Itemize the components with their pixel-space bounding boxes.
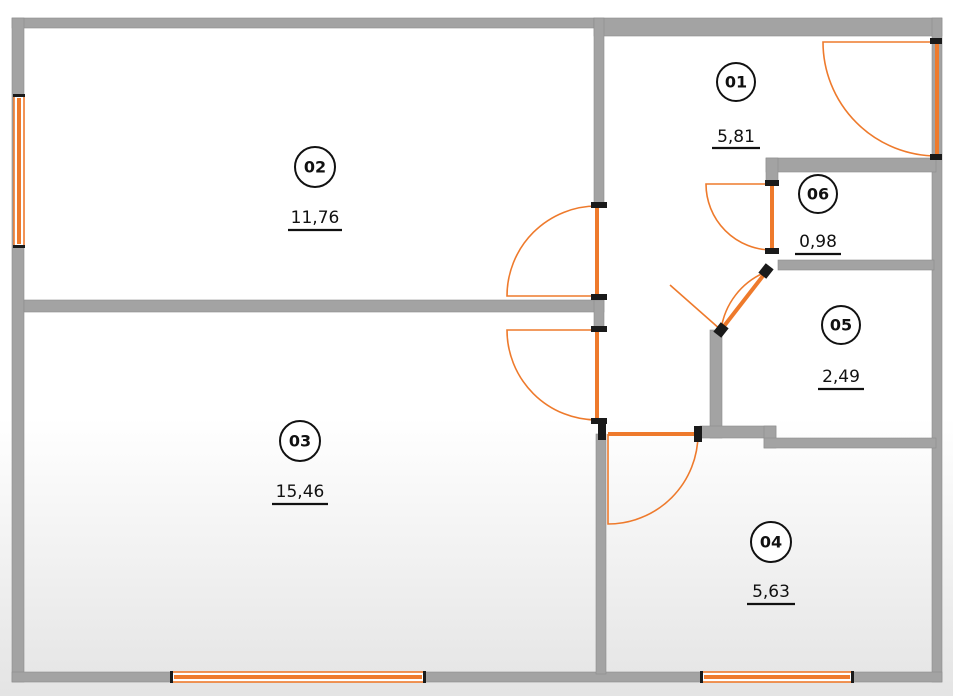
window-bottom-right: [700, 671, 854, 683]
room-number-badge: [750, 521, 792, 563]
room-label-04: 04 5,63: [747, 521, 795, 606]
room-label-02: 02 11,76: [288, 146, 342, 232]
room-label-01: 01 5,81: [712, 62, 760, 150]
room-label-05: 05 2,49: [818, 305, 864, 391]
room-number-badge: [279, 420, 321, 462]
outer-wall-top-left: [11, 17, 595, 29]
door-room-02: [506, 202, 607, 300]
room-number: 01: [725, 73, 747, 92]
window-left: [13, 94, 25, 248]
wall-02-03: [23, 299, 605, 313]
window-bottom-left: [170, 671, 426, 683]
room-area: 15,46: [276, 482, 325, 502]
room-label-06: 06 0,98: [795, 174, 841, 256]
room-number-badge: [821, 305, 861, 345]
room-number: 02: [304, 158, 326, 177]
room-area: 0,98: [799, 232, 837, 252]
room-number-badge: [294, 146, 336, 188]
room-number-badge: [716, 62, 756, 102]
wall-06-05: [777, 259, 935, 271]
wall-05-bottom-b: [763, 437, 937, 449]
door-room-04: [598, 424, 702, 525]
outer-wall-top-right: [593, 17, 943, 37]
wall-05-left: [709, 329, 723, 439]
door-room-05: [669, 263, 774, 338]
outer-wall-bottom: [11, 671, 943, 683]
room-area: 5,63: [752, 582, 790, 602]
door-room-03: [506, 326, 607, 424]
room-number: 04: [760, 533, 782, 552]
room-number: 05: [830, 316, 852, 335]
room-number: 06: [807, 185, 829, 204]
room-area: 2,49: [822, 367, 860, 387]
wall-06-left: [765, 157, 779, 183]
wall-06-top: [765, 157, 937, 173]
door-room-06: [705, 180, 779, 254]
door-entrance: [822, 38, 942, 160]
room-area: 5,81: [717, 127, 755, 147]
room-area: 11,76: [291, 208, 340, 228]
wall-hall-mid: [593, 299, 605, 331]
room-number-badge: [798, 174, 838, 214]
wall-04-03: [595, 433, 607, 675]
room-number: 03: [289, 432, 311, 451]
wall-hall-upper: [593, 17, 605, 205]
room-label-03: 03 15,46: [272, 420, 328, 506]
